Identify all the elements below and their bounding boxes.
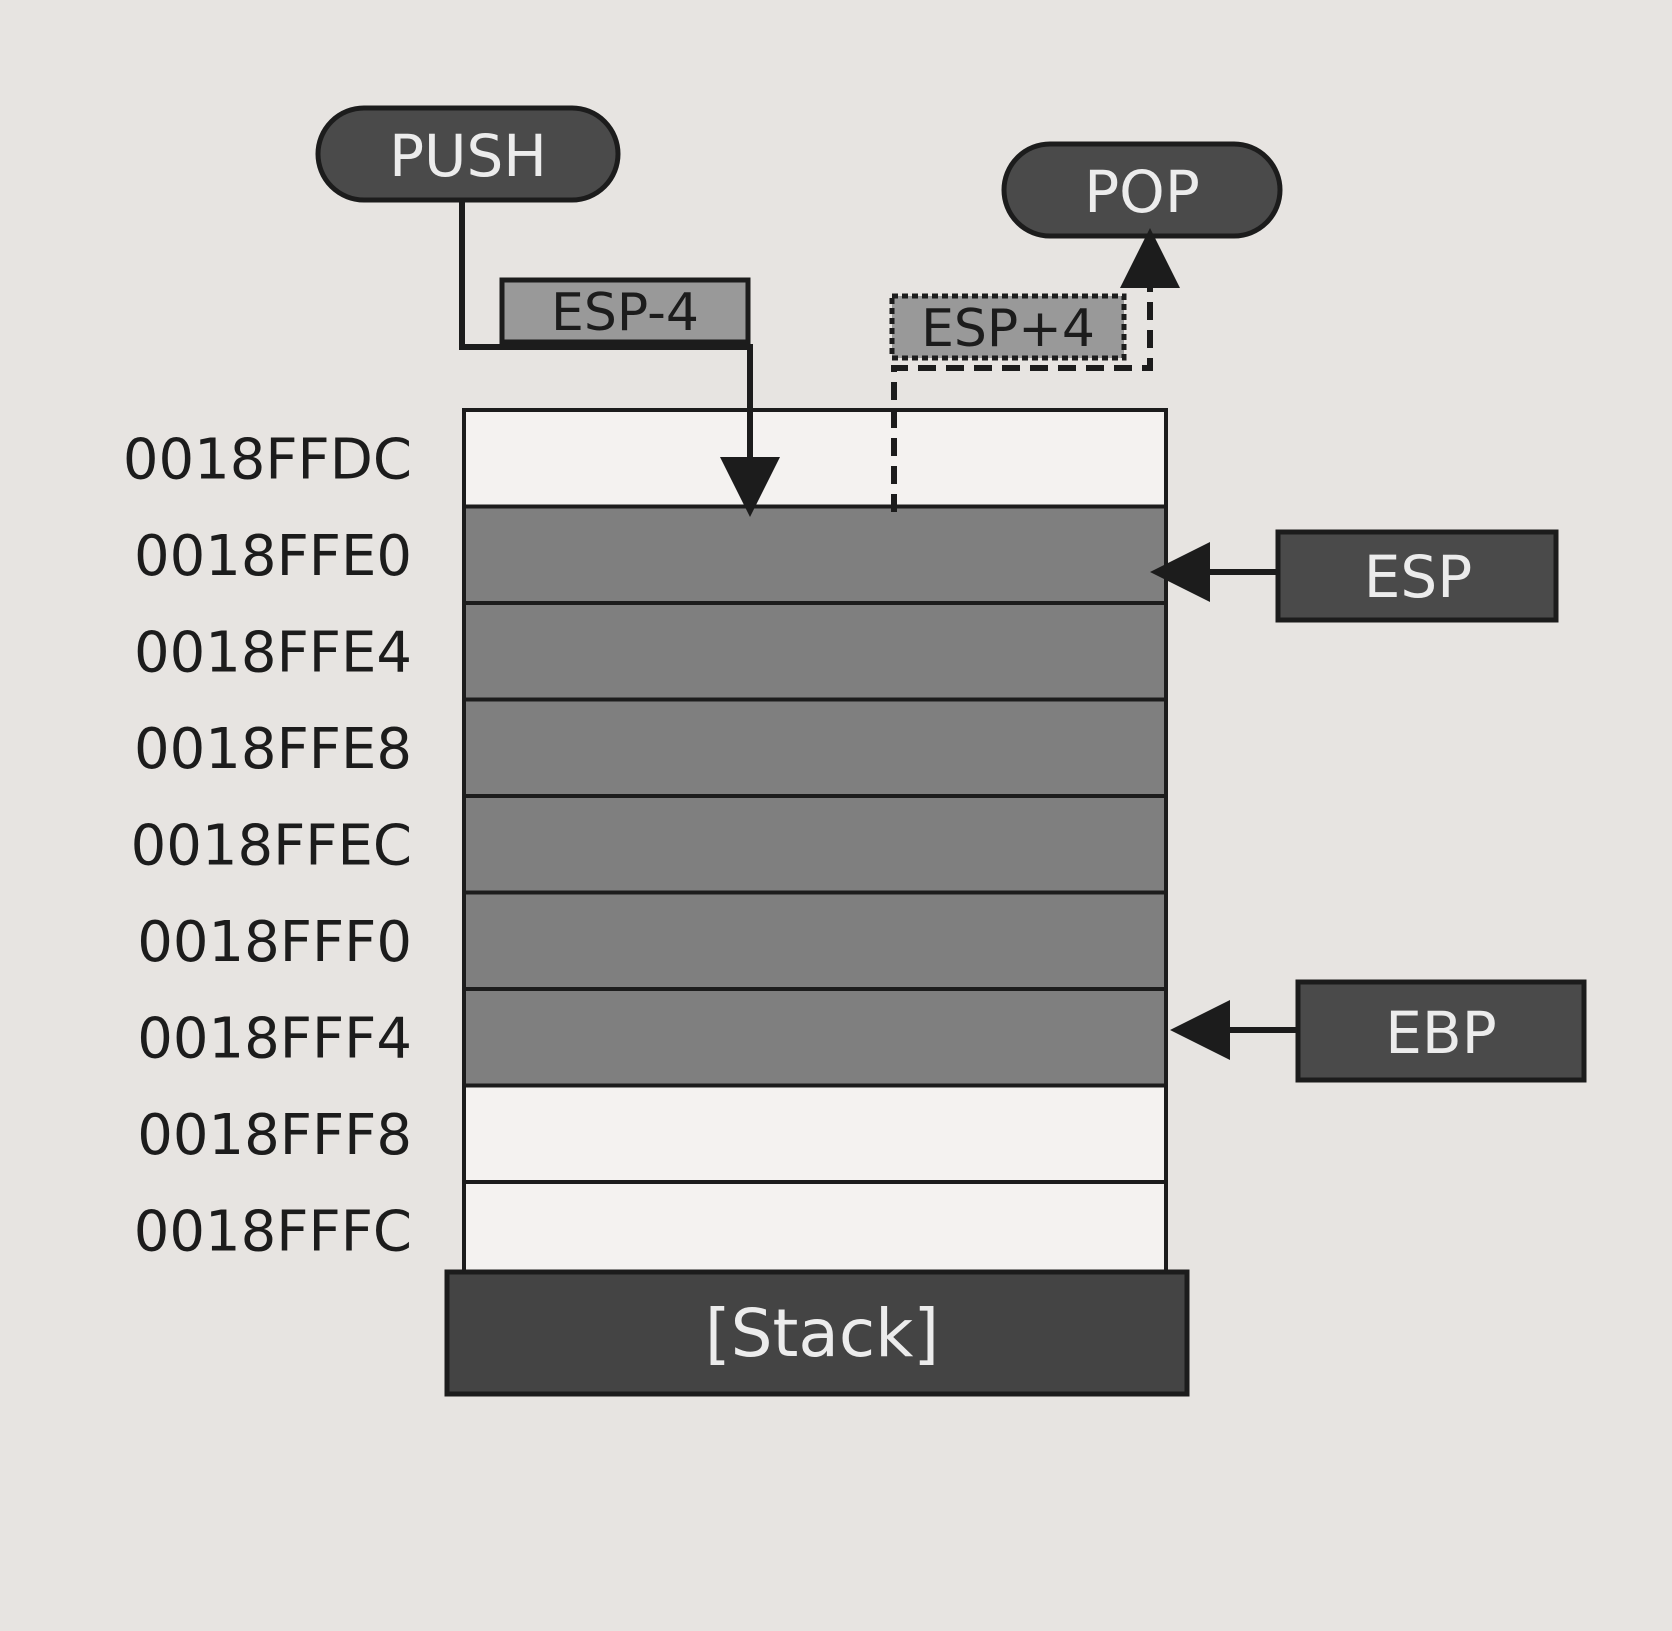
stack-base: [Stack] <box>444 1269 1190 1397</box>
push-arrow-line <box>459 200 780 517</box>
esp-register-label: ESP <box>1364 543 1472 611</box>
address-label: 0018FFDC <box>123 427 412 492</box>
pop-operation: POP ESP+4 <box>889 141 1283 512</box>
stack-cell <box>462 794 1168 895</box>
stack-cell <box>462 987 1168 1088</box>
push-pill <box>315 105 621 203</box>
esp-plus-label: ESP+4 <box>921 299 1095 359</box>
address-label: 0018FFE0 <box>134 524 412 589</box>
ebp-pointer: EBP <box>1170 979 1587 1083</box>
pop-arrow-line <box>891 228 1180 512</box>
stack-cell <box>462 890 1168 991</box>
address-label: 0018FFFC <box>134 1199 412 1264</box>
stack-base-bar <box>444 1269 1190 1397</box>
ebp-register-box <box>1295 979 1587 1083</box>
push-label: PUSH <box>389 122 547 190</box>
stack-cell <box>462 697 1168 798</box>
stack-cell <box>462 1083 1168 1184</box>
ebp-register-label: EBP <box>1385 999 1496 1067</box>
esp-register-box <box>1275 529 1559 623</box>
address-label: 0018FFE8 <box>134 717 412 782</box>
address-label: 0018FFF4 <box>137 1006 412 1071</box>
stack-cell <box>462 408 1168 509</box>
esp-minus-label: ESP-4 <box>551 283 699 343</box>
address-label: 0018FFE4 <box>134 620 412 685</box>
esp-pointer: ESP <box>1150 529 1559 623</box>
address-label: 0018FFF0 <box>137 910 412 975</box>
stack-cell <box>462 504 1168 605</box>
stack-cell <box>462 601 1168 702</box>
esp-minus-box <box>499 277 751 345</box>
stack-base-label: [Stack] <box>705 1295 939 1372</box>
push-operation: PUSH ESP-4 <box>315 105 780 517</box>
stack-cells <box>462 408 1168 1281</box>
address-label: 0018FFF8 <box>137 1103 412 1168</box>
esp-plus-box <box>889 293 1127 361</box>
address-label: 0018FFEC <box>131 813 412 878</box>
pop-label: POP <box>1084 158 1200 226</box>
stack-cell <box>462 1180 1168 1281</box>
address-labels: 0018FFDC 0018FFE0 0018FFE4 0018FFE8 0018FFEC… <box>123 427 412 1264</box>
